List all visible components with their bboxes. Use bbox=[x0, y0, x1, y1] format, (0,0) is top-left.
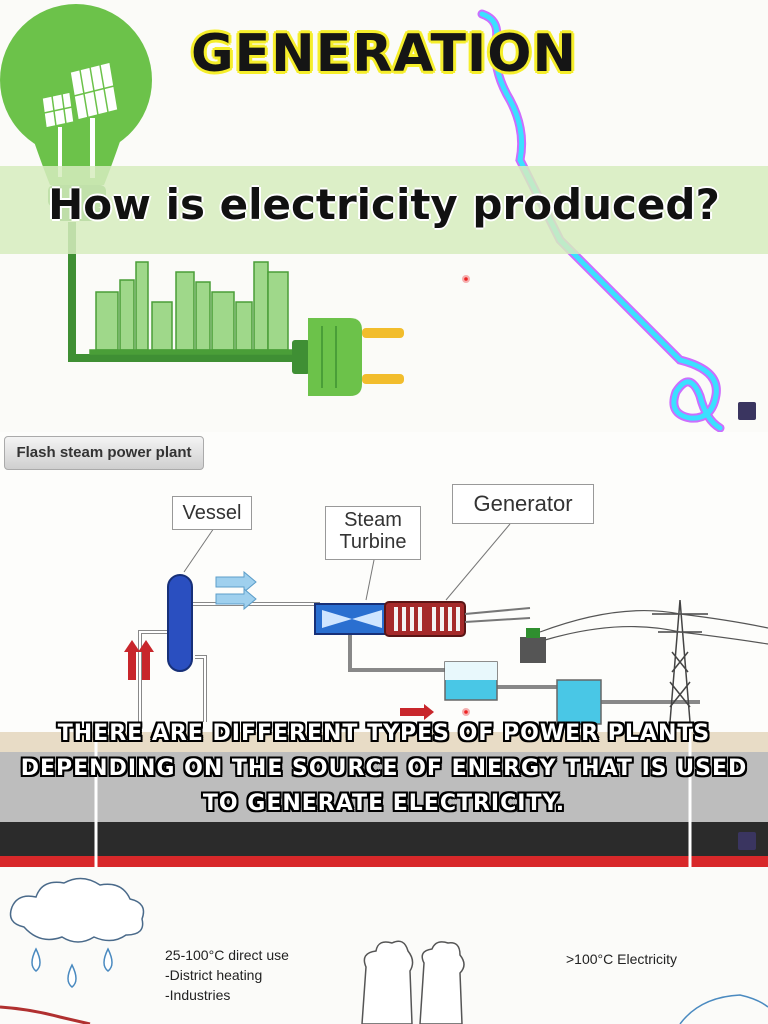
question-heading: How is electricity produced? bbox=[48, 180, 720, 229]
page-title: GENERATION bbox=[190, 24, 578, 84]
temperature-uses-panel: 25-100°C direct use -District heating -I… bbox=[0, 867, 768, 1024]
temperature-illustration bbox=[0, 877, 768, 1024]
diagram-title-button: Flash steam power plant bbox=[4, 436, 204, 470]
direct-use-line-3: -Industries bbox=[165, 987, 231, 1003]
steam-turbine-label: Steam Turbine bbox=[325, 506, 421, 560]
vessel-label: Vessel bbox=[172, 496, 252, 530]
plug-icon bbox=[292, 318, 404, 396]
subtitle-caption: THERE ARE DIFFERENT TYPES OF POWER PLANT… bbox=[0, 716, 768, 821]
electricity-text: >100°C Electricity bbox=[566, 951, 678, 967]
city-icon bbox=[89, 261, 293, 355]
question-band bbox=[0, 166, 768, 254]
direct-use-text: 25-100°C direct use -District heating -I… bbox=[165, 945, 289, 1005]
power-plant-diagram: Vessel Steam Turbine Generator bbox=[0, 432, 768, 867]
flash-steam-diagram bbox=[0, 523, 768, 867]
generator-label: Generator bbox=[452, 484, 594, 524]
raindrop-icon bbox=[31, 947, 113, 988]
direct-use-line-1: 25-100°C direct use bbox=[165, 947, 289, 963]
steam-turbine-line1: Steam bbox=[344, 509, 402, 531]
channel-logo-icon bbox=[738, 832, 756, 850]
steam-turbine-line2: Turbine bbox=[339, 531, 407, 553]
caption-line-1: THERE ARE DIFFERENT TYPES OF POWER PLANT… bbox=[57, 721, 711, 746]
cloud-icon bbox=[9, 877, 145, 943]
caption-line-3: TO GENERATE ELECTRICITY. bbox=[202, 791, 566, 816]
solar-panel-icon bbox=[41, 61, 119, 178]
caption-line-2: DEPENDING ON THE SOURCE OF ENERGY THAT I… bbox=[20, 756, 748, 781]
intro-panel: GENERATION How is electricity produced? bbox=[0, 0, 768, 432]
channel-logo-icon bbox=[738, 402, 756, 420]
direct-use-line-2: -District heating bbox=[165, 967, 263, 983]
